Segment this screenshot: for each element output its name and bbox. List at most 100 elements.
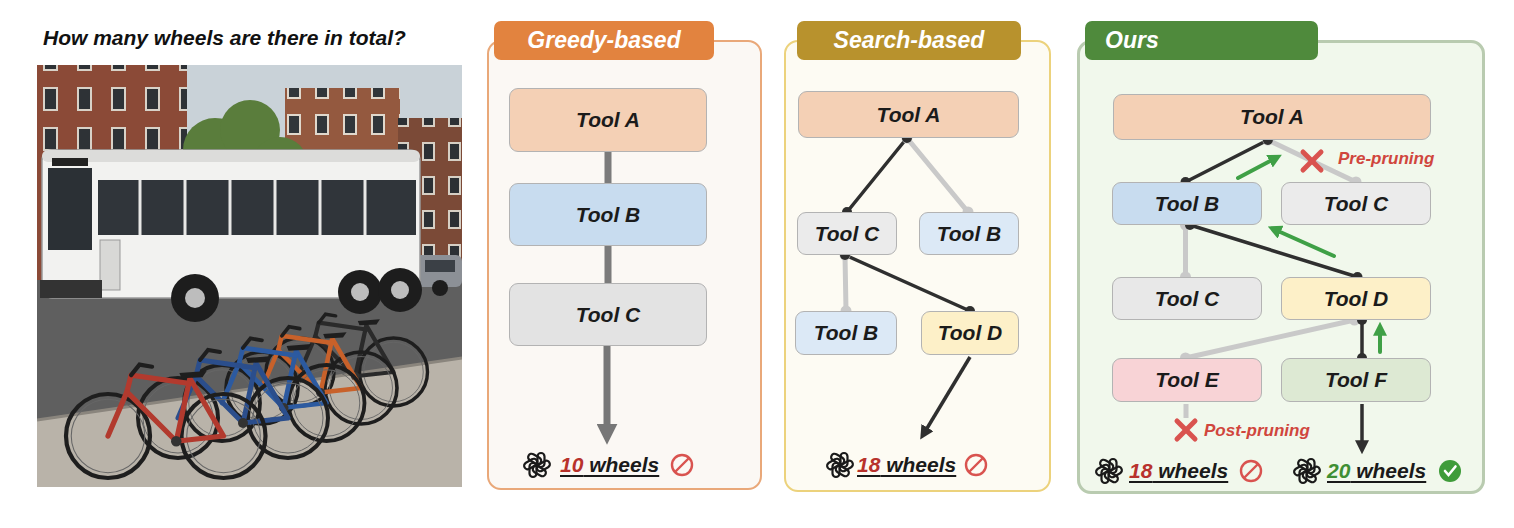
photo (140, 180, 365, 235)
prune-cross (1303, 152, 1321, 170)
answer-number: 18 (857, 453, 880, 476)
connector (845, 255, 970, 311)
wrong-sign (1241, 461, 1261, 481)
backtrack-arrow (1378, 333, 1382, 352)
photo (185, 288, 205, 308)
prune-cross (1177, 421, 1195, 439)
tool-box: Tool A (1113, 94, 1431, 140)
method-panel: Tool ATool BTool CGreedy-based (487, 40, 762, 490)
prune-cross (1177, 421, 1195, 439)
backtrack-arrow (1278, 231, 1334, 256)
tool-box: Tool B (919, 212, 1019, 255)
tool-label: Tool C (576, 302, 641, 328)
tool-label: Tool B (576, 202, 641, 228)
result-arrow (1184, 404, 1189, 418)
connector (1360, 320, 1364, 358)
photo (171, 274, 219, 322)
result-arrow (604, 346, 611, 428)
wrong-sign (969, 458, 983, 472)
photo (37, 65, 462, 487)
tool-label: Tool D (938, 320, 1003, 346)
tool-label: Tool A (877, 102, 941, 128)
photo (42, 150, 420, 162)
photo (391, 281, 409, 299)
photo (52, 158, 88, 166)
photo (364, 180, 367, 235)
answer-text: 18 wheels (857, 452, 956, 478)
model-logo (523, 453, 1321, 484)
wrong-sign (675, 458, 689, 472)
tool-label: Tool A (576, 107, 640, 133)
connector (907, 138, 968, 212)
panel-heading: Greedy-based (494, 21, 714, 60)
answer-text: 20 wheels (1327, 458, 1426, 484)
correct-sign (1439, 460, 1461, 482)
photo (37, 65, 462, 487)
photo (48, 168, 92, 250)
panel-ground (1077, 40, 1485, 494)
panel-heading: Search-based (797, 21, 1021, 60)
panel-ground (487, 40, 762, 490)
answer-text: 18 wheels (1129, 458, 1228, 484)
connector (847, 138, 907, 212)
tool-box: Tool C (1281, 182, 1431, 225)
tool-label: Tool C (815, 221, 880, 247)
photo (100, 240, 120, 290)
tool-box: Tool E (1112, 358, 1262, 402)
tool-box: Tool B (795, 311, 897, 355)
pruning-label: Pre-pruning (1336, 148, 1436, 170)
tool-box: Tool B (509, 183, 707, 246)
answer-number: 10 (560, 453, 583, 476)
tool-label: Tool C (1324, 191, 1389, 217)
model-logo (1095, 459, 1123, 484)
tool-box: Tool C (1112, 277, 1262, 320)
tool-box: Tool A (798, 91, 1019, 138)
photo (338, 270, 382, 314)
photo (138, 350, 328, 458)
photo (139, 180, 142, 235)
tool-label: Tool B (937, 221, 1002, 247)
photo (40, 280, 102, 298)
answer-unit: wheels (880, 453, 956, 476)
answer-number: 18 (1129, 459, 1152, 482)
wrong-sign (1241, 461, 1261, 481)
tool-box: Tool C (509, 283, 707, 346)
wrong-sign (966, 455, 986, 475)
tool-box: Tool A (509, 88, 707, 152)
photo (274, 180, 277, 235)
photo (66, 365, 266, 478)
panel-ground (487, 40, 1485, 494)
answer-unit: wheels (1152, 459, 1228, 482)
model-logo (523, 453, 551, 478)
connector (1186, 320, 1355, 358)
tool-label: Tool D (1324, 286, 1389, 312)
tool-label: Tool A (1240, 104, 1304, 130)
photo (229, 180, 232, 235)
tool-box: Tool D (1281, 277, 1431, 320)
photo (432, 280, 448, 296)
answer-unit: wheels (583, 453, 659, 476)
photo (184, 180, 187, 235)
model-logo (1293, 459, 1321, 484)
result-arrow (607, 346, 1362, 443)
answer-number: 20 (1327, 459, 1350, 482)
wrong-sign (1244, 464, 1258, 478)
connector (605, 152, 612, 183)
tool-box: Tool D (921, 311, 1019, 355)
result-arrow (926, 357, 970, 430)
connector (1183, 225, 1188, 277)
tool-label: Tool B (814, 320, 879, 346)
tool-label: Tool B (1155, 191, 1220, 217)
connector (605, 246, 612, 283)
connector (845, 255, 846, 311)
answer-unit: wheels (1350, 459, 1426, 482)
question-title: How many wheels are there in total? (43, 25, 406, 51)
wrong-sign (672, 455, 692, 475)
backtrack-arrow (1238, 160, 1272, 178)
tool-box: Tool B (1112, 182, 1262, 225)
